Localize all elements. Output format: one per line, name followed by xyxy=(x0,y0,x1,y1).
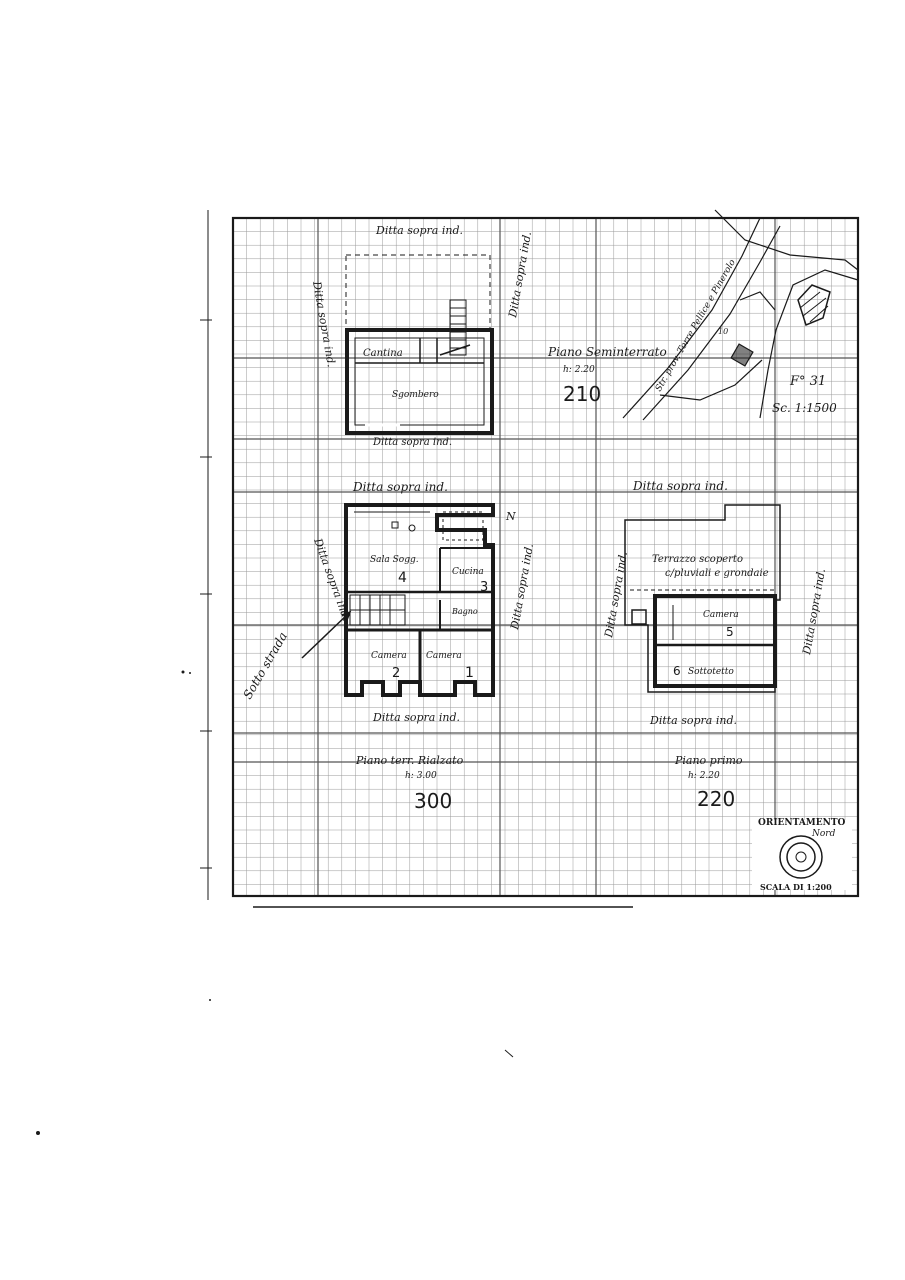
label-h-primo: h: 2.20 xyxy=(688,771,720,781)
number-terra: 300 xyxy=(414,789,452,813)
label-ditta-terra-top: Ditta sopra ind. xyxy=(352,480,448,494)
plan-piano-primo xyxy=(624,504,781,693)
label-strada: Str. prov. Torre Pellice e Pinerolo xyxy=(654,258,738,394)
label-camera-primo: Camera xyxy=(703,610,739,620)
label-scala-mappa: Sc. 1:1500 xyxy=(772,401,837,415)
label-ditta-primo-top: Ditta sopra ind. xyxy=(632,479,728,493)
label-room-4: 4 xyxy=(398,570,407,586)
label-ditta-left-1: Ditta sopra ind. xyxy=(310,279,338,368)
label-camera-left: Camera xyxy=(371,651,407,661)
label-terrazzo: Terrazzo scoperto xyxy=(652,554,743,565)
label-h-terra: h: 3.00 xyxy=(405,771,437,781)
plan-seminterrato xyxy=(345,254,494,435)
label-bagno: Bagno xyxy=(451,607,478,616)
label-ditta-terra-right: Ditta sopra ind. xyxy=(508,543,536,632)
label-piano-primo: Piano primo xyxy=(674,754,743,767)
orientation-box: ORIENTAMENTO Nord SCALA DI 1:200 xyxy=(752,818,852,892)
label-ditta-terra-bottom: Ditta sopra ind. xyxy=(372,711,460,724)
stair-terra xyxy=(349,594,406,626)
grid-major-lines xyxy=(233,218,858,896)
label-cucina: Cucina xyxy=(452,567,484,577)
label-ditta-semi-bottom: Ditta sopra ind. xyxy=(372,437,452,448)
label-terrazzo-note: c/pluviali e grondaie xyxy=(665,568,769,579)
label-piano-terra: Piano terr. Rialzato xyxy=(355,754,464,767)
label-ditta-top: Ditta sopra ind. xyxy=(375,224,463,237)
label-sottotetto: Sottotetto xyxy=(688,667,734,677)
label-cantina: Cantina xyxy=(363,348,403,359)
label-sgombero: Sgombero xyxy=(392,390,439,400)
label-piccolo-n: N xyxy=(505,510,516,523)
sheet-frame xyxy=(231,216,860,898)
site-map xyxy=(622,209,859,421)
label-piano-seminterrato: Piano Seminterrato xyxy=(547,345,667,359)
label-side-note: Sotto strada xyxy=(240,630,290,702)
stray-marks xyxy=(36,670,514,1135)
label-soggiorno: Sala Sogg. xyxy=(370,555,419,565)
label-room-2: 2 xyxy=(392,666,400,681)
side-arrow xyxy=(301,610,352,659)
label-ditta-semi-right: Ditta sopra ind. xyxy=(506,231,534,320)
label-scala: SCALA DI 1:200 xyxy=(760,882,832,892)
label-room-3: 3 xyxy=(480,580,488,595)
label-h-seminterrato: h: 2.20 xyxy=(563,365,595,375)
label-foglio: F° 31 xyxy=(789,374,826,389)
stair-seminterrato xyxy=(439,299,471,356)
number-primo: 220 xyxy=(697,787,735,811)
compass-icon xyxy=(779,835,823,879)
label-room-1: 1 xyxy=(465,665,474,681)
label-room-6: 6 xyxy=(673,664,681,678)
label-room-5: 5 xyxy=(726,625,734,639)
label-orientamento: ORIENTAMENTO xyxy=(758,818,846,828)
plan-piano-terra xyxy=(344,503,495,697)
label-camera-right: Camera xyxy=(426,651,462,661)
label-ditta-primo-bottom: Ditta sopra ind. xyxy=(649,714,737,727)
number-seminterrato: 210 xyxy=(563,382,601,406)
label-nord: Nord xyxy=(811,829,836,839)
label-parcel-number: 10 xyxy=(718,327,728,336)
